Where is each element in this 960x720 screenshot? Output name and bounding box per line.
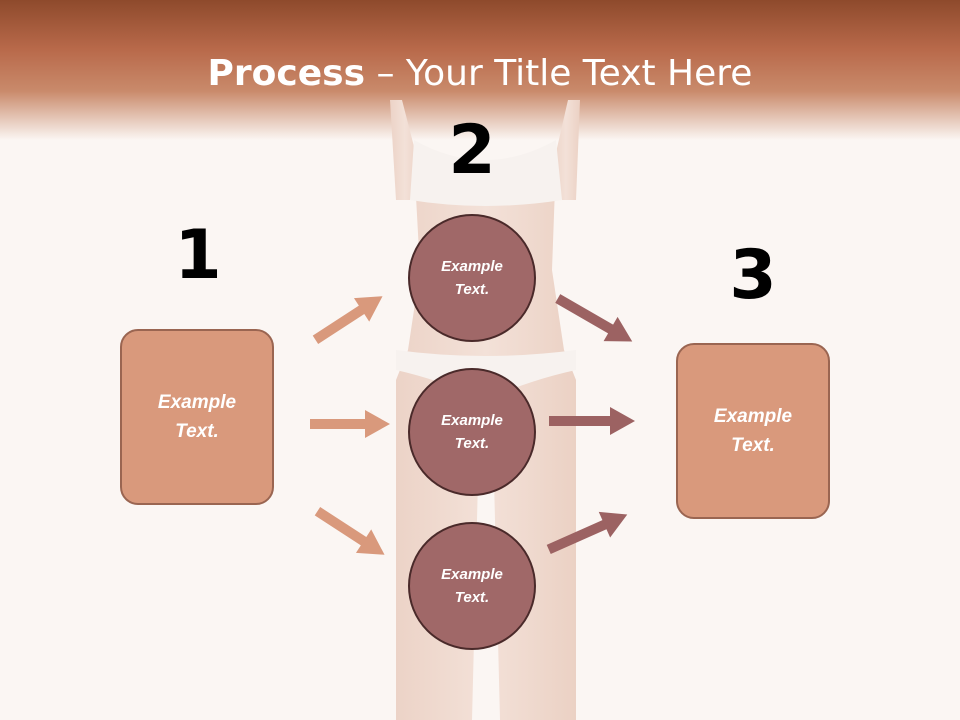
arrow-2-to-3-bottom [546,511,628,555]
step-number-1: 1 [174,216,222,295]
step-3-box: Example Text. [676,343,830,519]
arrow-2-to-3-top [555,294,633,342]
step-number-2: 2 [448,111,496,190]
arrow-1-to-2-bottom [314,507,385,555]
title-banner [0,0,960,140]
title-rest: – Your Title Text Here [365,53,753,94]
step-1-box: Example Text. [120,329,274,505]
step-2-circle-middle: Example Text. [408,368,536,496]
arrow-1-to-2-top [312,296,383,344]
title-bold: Process [207,53,366,94]
arrow-1-to-2-middle [310,410,390,438]
arrow-2-to-3-middle [549,407,635,435]
step-2-circle-top: Example Text. [408,214,536,342]
step-2-circle-bottom: Example Text. [408,522,536,650]
slide-title: Process – Your Title Text Here [0,52,960,96]
step-number-3: 3 [729,236,777,315]
